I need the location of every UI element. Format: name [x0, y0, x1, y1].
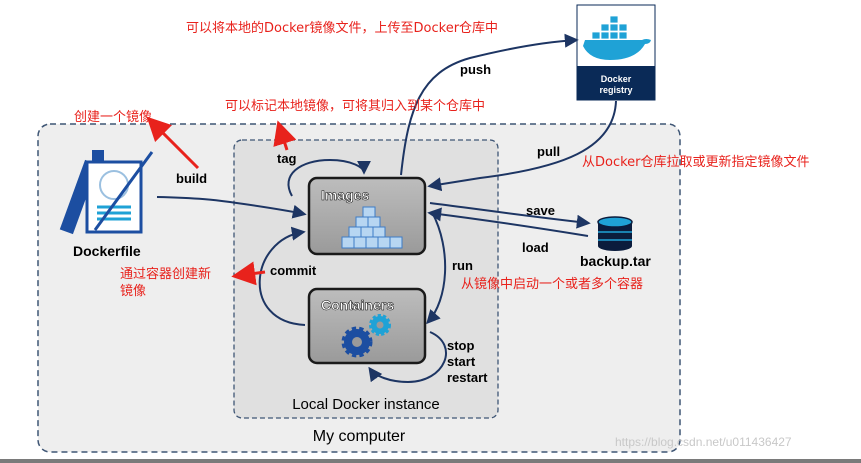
commit-note-1: 通过容器创建新	[120, 266, 211, 282]
stop-start-arrow	[368, 331, 447, 384]
images-label: Images	[321, 187, 369, 203]
start-label: start	[447, 354, 476, 369]
database-icon	[597, 216, 633, 251]
run-note: 从镜像中启动一个或者多个容器	[461, 276, 643, 292]
gear-icon	[341, 314, 391, 358]
containers-label: Containers	[321, 297, 394, 313]
pull-label: pull	[537, 144, 560, 159]
local-instance-label: Local Docker instance	[292, 396, 440, 413]
cube-stack-icon	[341, 206, 403, 249]
save-arrow	[429, 202, 591, 229]
push-label: push	[460, 62, 491, 77]
tag-arrow	[287, 158, 371, 197]
pull-note: 从Docker仓库拉取或更新指定镜像文件	[582, 154, 810, 170]
push-arrow	[400, 33, 579, 176]
run-arrow	[426, 211, 447, 325]
dockerfile-label: Dockerfile	[73, 243, 141, 259]
backup-label: backup.tar	[580, 253, 651, 269]
save-label: save	[526, 203, 555, 218]
commit-note-arrow	[231, 261, 266, 286]
registry-label-2: registry	[599, 85, 632, 95]
push-note: 可以将本地的Docker镜像文件，上传至Docker仓库中	[186, 20, 498, 36]
load-label: load	[522, 240, 549, 255]
restart-label: restart	[447, 370, 488, 385]
docker-whale-icon	[583, 15, 651, 60]
commit-note-2: 镜像	[120, 284, 146, 299]
tag-note: 可以标记本地镜像，可将其归入到某个仓库中	[225, 98, 485, 114]
build-note: 创建一个镜像	[74, 110, 152, 125]
bottom-bar	[0, 459, 861, 463]
build-label: build	[176, 171, 207, 186]
registry-label-1: Docker	[601, 74, 632, 84]
stop-label: stop	[447, 338, 475, 353]
watermark: https://blog.csdn.net/u011436427	[615, 435, 792, 449]
tag-note-arrow	[273, 120, 297, 151]
my-computer-label: My computer	[313, 428, 406, 445]
commit-arrow	[258, 226, 306, 326]
commit-label: commit	[270, 263, 317, 278]
tag-label: tag	[277, 151, 297, 166]
load-arrow	[427, 207, 589, 237]
build-note-arrow	[146, 116, 200, 170]
build-arrow	[156, 196, 307, 219]
containers-box	[307, 287, 427, 365]
pull-arrow	[427, 100, 617, 192]
run-label: run	[452, 258, 473, 273]
dockerfile-icon	[59, 150, 154, 235]
